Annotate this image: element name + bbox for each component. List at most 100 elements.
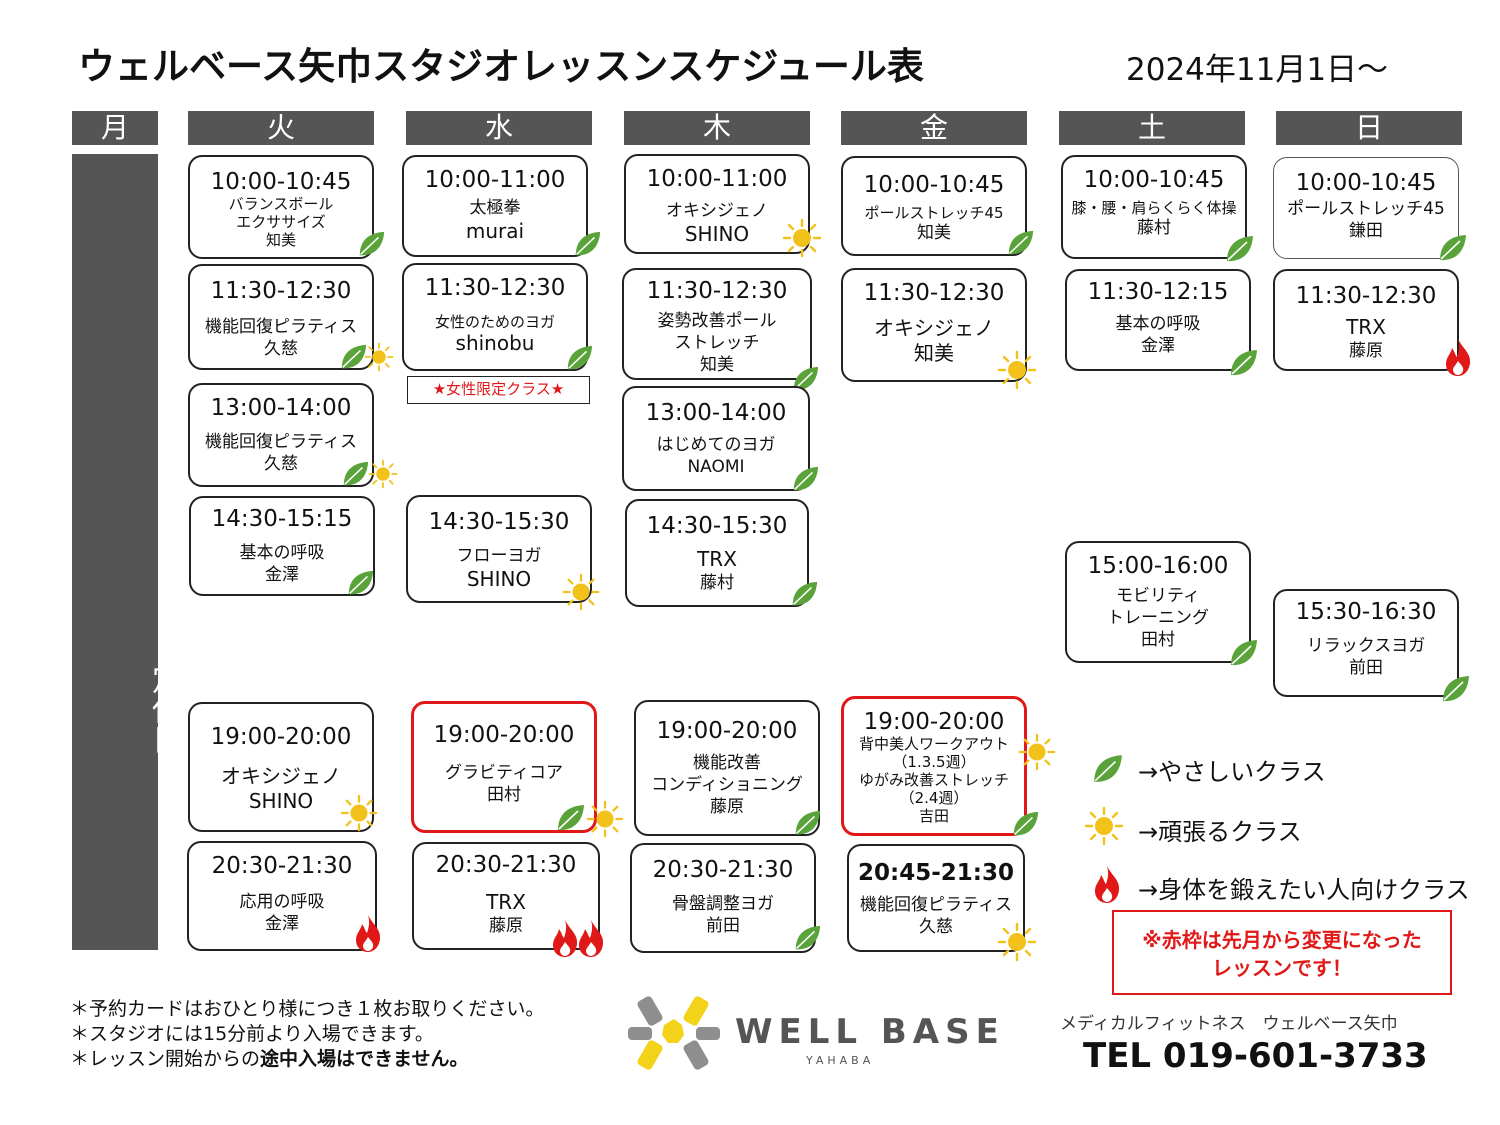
class-time: 19:00-20:00 bbox=[656, 718, 798, 744]
day-header-fri: 金 bbox=[841, 111, 1027, 145]
class-card-changed[interactable]: 19:00-20:00 背中美人ワークアウト （1.3.5週） ゆがみ改善ストレ… bbox=[841, 696, 1027, 836]
class-name: グラビティコア bbox=[445, 763, 563, 783]
class-time: 19:00-20:00 bbox=[433, 722, 575, 748]
sun-icon bbox=[368, 459, 398, 489]
instructor-name: 知美 bbox=[700, 355, 734, 375]
note-bold: 途中入場はできません。 bbox=[260, 1048, 469, 1070]
class-time: 13:00-14:00 bbox=[645, 400, 787, 426]
class-card[interactable]: 10:00-11:00 オキシジェノ SHINO bbox=[624, 154, 810, 254]
instructor-name: 久慈 bbox=[264, 454, 298, 474]
class-time: 10:00-10:45 bbox=[1295, 170, 1437, 196]
class-time: 15:30-16:30 bbox=[1295, 599, 1437, 625]
class-card[interactable]: 11:30-12:30 姿勢改善ポール ストレッチ 知美 bbox=[622, 268, 812, 380]
leaf-icon bbox=[345, 568, 375, 598]
class-name: ゆがみ改善ストレッチ bbox=[858, 771, 1009, 789]
sun-icon bbox=[586, 800, 624, 838]
class-time: 11:30-12:30 bbox=[863, 280, 1005, 306]
class-name: リラックスヨガ bbox=[1306, 636, 1426, 656]
class-card[interactable]: 19:00-20:00 機能改善 コンディショニング 藤原 bbox=[634, 700, 820, 836]
leaf-icon bbox=[564, 343, 594, 373]
class-card[interactable]: 20:30-21:30 TRX 藤原 bbox=[412, 842, 600, 950]
day-header-sat: 土 bbox=[1059, 111, 1245, 145]
class-name: オキシジェノ bbox=[666, 201, 768, 221]
class-card[interactable]: 19:00-20:00 オキシジェノ SHINO bbox=[188, 702, 374, 832]
leaf-icon bbox=[1010, 809, 1040, 839]
instructor-name: 前田 bbox=[1349, 658, 1383, 678]
instructor-name: 知美 bbox=[265, 231, 296, 249]
class-time: 11:30-12:30 bbox=[424, 275, 566, 301]
leaf-icon bbox=[554, 802, 586, 834]
leaf-icon bbox=[790, 464, 820, 494]
day-header-tue: 火 bbox=[188, 111, 374, 145]
note-line: ＊レッスン開始からの途中入場はできません。 bbox=[70, 1047, 544, 1072]
instructor-name: 鎌田 bbox=[1349, 221, 1383, 241]
class-name: ポールストレッチ45 bbox=[864, 204, 1004, 222]
class-name: フローヨガ bbox=[456, 546, 542, 566]
class-card[interactable]: 11:30-12:15 基本の呼吸 金澤 bbox=[1065, 269, 1251, 371]
class-card[interactable]: 15:30-16:30 リラックスヨガ 前田 bbox=[1273, 589, 1459, 697]
class-time: 10:00-11:00 bbox=[646, 166, 788, 192]
instructor-name: SHINO bbox=[248, 789, 314, 813]
class-name: 機能改善 bbox=[693, 753, 761, 773]
monday-closed-column: 定休日 bbox=[72, 154, 181, 950]
class-card[interactable]: 20:30-21:30 骨盤調整ヨガ 前田 bbox=[630, 843, 816, 953]
class-card[interactable]: 11:30-12:30 オキシジェノ 知美 bbox=[841, 268, 1027, 382]
class-card[interactable]: 10:00-10:45 ポールストレッチ45 知美 bbox=[841, 156, 1027, 256]
class-name: 骨盤調整ヨガ bbox=[672, 894, 774, 914]
instructor-name: 前田 bbox=[706, 916, 740, 936]
class-card[interactable]: 13:00-14:00 はじめてのヨガ NAOMI bbox=[622, 386, 810, 491]
class-card[interactable]: 11:30-12:30 TRX 藤原 bbox=[1273, 269, 1459, 371]
leaf-icon bbox=[789, 579, 819, 609]
legend-strong-label: →身体を鍛えたい人向けクラス bbox=[1138, 876, 1470, 904]
class-time: 20:30-21:30 bbox=[211, 853, 353, 879]
instructor-name: murai bbox=[465, 219, 525, 243]
class-time: 19:00-20:00 bbox=[863, 709, 1005, 735]
class-card[interactable]: 11:30-12:30 女性のためのヨガ shinobu bbox=[402, 263, 588, 371]
day-header-wed: 水 bbox=[406, 111, 592, 145]
instructor-name: 久慈 bbox=[264, 339, 298, 359]
class-name: 太極拳 bbox=[469, 198, 521, 218]
class-card[interactable]: 20:45-21:30 機能回復ピラティス 久慈 bbox=[847, 844, 1025, 952]
class-name: 女性のためのヨガ bbox=[434, 313, 555, 331]
flame-icon bbox=[1443, 337, 1473, 377]
closed-label: 定休日 bbox=[146, 664, 181, 754]
instructor-name: 金澤 bbox=[265, 565, 299, 585]
leaf-icon bbox=[1227, 637, 1259, 669]
class-card[interactable]: 11:30-12:30 機能回復ピラティス 久慈 bbox=[188, 264, 374, 370]
instructor-name: 田村 bbox=[1141, 630, 1175, 650]
class-name: モビリティ bbox=[1116, 586, 1200, 606]
footer-notes: ＊予約カードはおひとり様につき１枚お取りください。 ＊スタジオには15分前より入… bbox=[70, 997, 544, 1072]
instructor-name: 藤原 bbox=[710, 797, 744, 817]
class-card[interactable]: 15:00-16:00 モビリティ トレーニング 田村 bbox=[1065, 541, 1251, 663]
day-header-sun: 日 bbox=[1276, 111, 1462, 145]
wellbase-logo-icon bbox=[628, 996, 720, 1070]
sun-icon bbox=[364, 342, 394, 372]
logo-wordmark: WELL BASE bbox=[735, 1012, 1005, 1052]
company-name: メディカルフィットネス ウェルベース矢巾 bbox=[1060, 1014, 1398, 1034]
class-time: 11:30-12:15 bbox=[1087, 279, 1229, 305]
instructor-name: 藤村 bbox=[700, 573, 734, 593]
class-card[interactable]: 14:30-15:30 TRX 藤村 bbox=[625, 499, 809, 607]
class-card[interactable]: 14:30-15:30 フローヨガ SHINO bbox=[406, 495, 592, 603]
sun-icon bbox=[997, 350, 1037, 390]
class-card[interactable]: 13:00-14:00 機能回復ピラティス 久慈 bbox=[188, 383, 374, 487]
class-card-changed[interactable]: 19:00-20:00 グラビティコア 田村 bbox=[411, 701, 597, 833]
class-name: 機能回復ピラティス bbox=[205, 317, 357, 337]
class-card[interactable]: 10:00-11:00 太極拳 murai bbox=[402, 155, 588, 257]
instructor-name: SHINO bbox=[684, 222, 750, 246]
class-time: 10:00-10:45 bbox=[210, 169, 352, 195]
class-time: 10:00-11:00 bbox=[424, 167, 566, 193]
instructor-name: 藤原 bbox=[489, 916, 523, 936]
class-card[interactable]: 20:30-21:30 応用の呼吸 金澤 bbox=[187, 841, 377, 951]
class-time: 14:30-15:30 bbox=[428, 509, 570, 535]
class-card[interactable]: 10:00-10:45 膝・腰・肩らくらく体操 藤村 bbox=[1061, 155, 1247, 259]
class-name: オキシジェノ bbox=[874, 316, 994, 340]
sun-icon bbox=[1084, 806, 1124, 846]
class-card[interactable]: 14:30-15:15 基本の呼吸 金澤 bbox=[189, 496, 375, 596]
class-card[interactable]: 10:00-10:45 ポールストレッチ45 鎌田 bbox=[1273, 157, 1459, 259]
class-name: 膝・腰・肩らくらく体操 bbox=[1071, 199, 1237, 217]
leaf-icon bbox=[792, 923, 822, 953]
class-name: ポールストレッチ45 bbox=[1287, 199, 1445, 219]
leaf-icon bbox=[340, 459, 370, 489]
class-card[interactable]: 10:00-10:45 バランスボール エクササイズ 知美 bbox=[188, 155, 374, 259]
